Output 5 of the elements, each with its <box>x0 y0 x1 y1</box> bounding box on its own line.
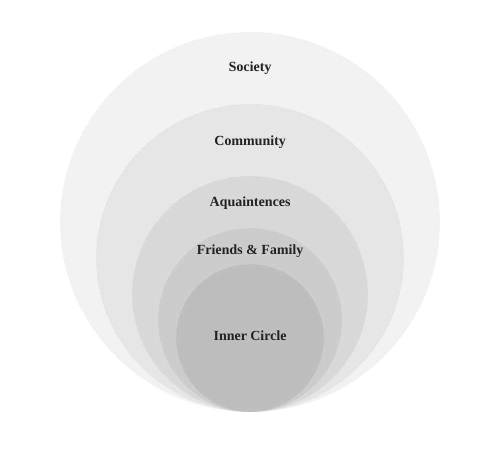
circle-label: Friends & Family <box>196 243 304 259</box>
circle-label: Community <box>214 134 286 150</box>
circle-label: Society <box>228 60 272 76</box>
circle-label: Aquaintences <box>210 195 290 211</box>
circle-label: Inner Circle <box>214 329 286 345</box>
